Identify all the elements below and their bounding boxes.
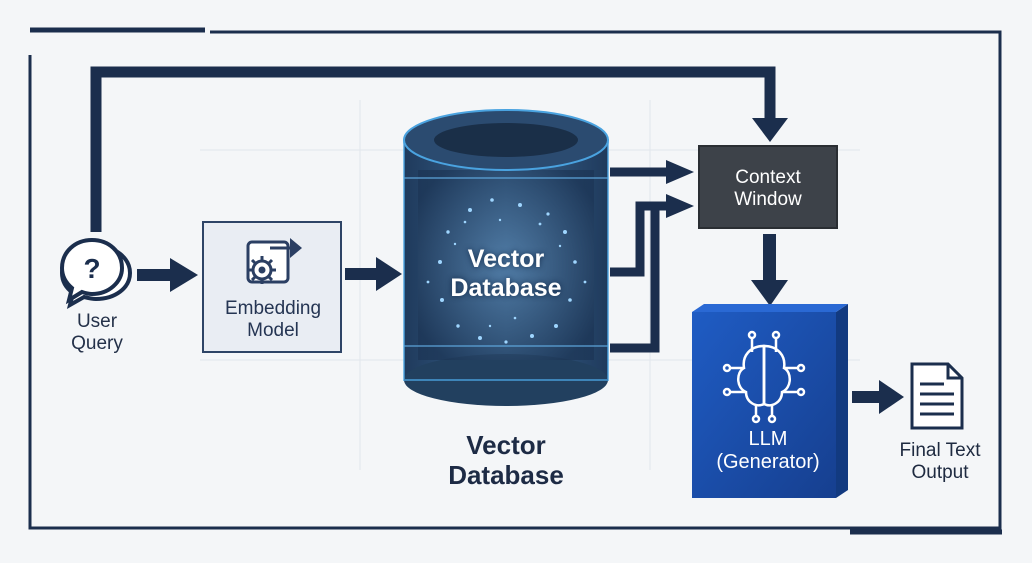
embedding-model-box bbox=[202, 221, 342, 353]
arrow-context-to-llm bbox=[751, 234, 788, 306]
document-icon bbox=[910, 362, 964, 430]
query-bypass-arrow bbox=[90, 66, 776, 232]
arrow-vectordb-to-context-low bbox=[610, 206, 660, 353]
context-window-label: Context Window bbox=[734, 167, 802, 210]
vector-database-caption: Vector Database bbox=[448, 430, 564, 490]
arrow-embedding-to-vectordb bbox=[345, 257, 402, 291]
vector-database-cylinder bbox=[403, 109, 609, 406]
brain-circuit-icon bbox=[722, 330, 806, 424]
user-query-label: User Query bbox=[71, 311, 123, 354]
gear-arrow-icon bbox=[246, 238, 302, 284]
context-window-box bbox=[698, 145, 838, 229]
llm-label: LLM (Generator) bbox=[716, 428, 820, 473]
question-chat-icon: ? bbox=[59, 237, 133, 310]
arrow-vectordb-to-context-top bbox=[610, 160, 694, 184]
embedding-model-label: Embedding Model bbox=[224, 298, 322, 341]
arrow-user-to-embedding bbox=[137, 258, 198, 292]
query-bypass-arrowhead bbox=[752, 118, 788, 142]
arrow-llm-to-output bbox=[852, 380, 904, 414]
final-text-output-label: Final Text Output bbox=[899, 440, 981, 483]
outer-frame bbox=[28, 27, 1002, 535]
llm-box bbox=[692, 304, 848, 498]
vector-database-inner-label: Vector Database bbox=[450, 245, 562, 302]
vector-points bbox=[426, 198, 587, 344]
svg-text:?: ? bbox=[83, 253, 100, 284]
